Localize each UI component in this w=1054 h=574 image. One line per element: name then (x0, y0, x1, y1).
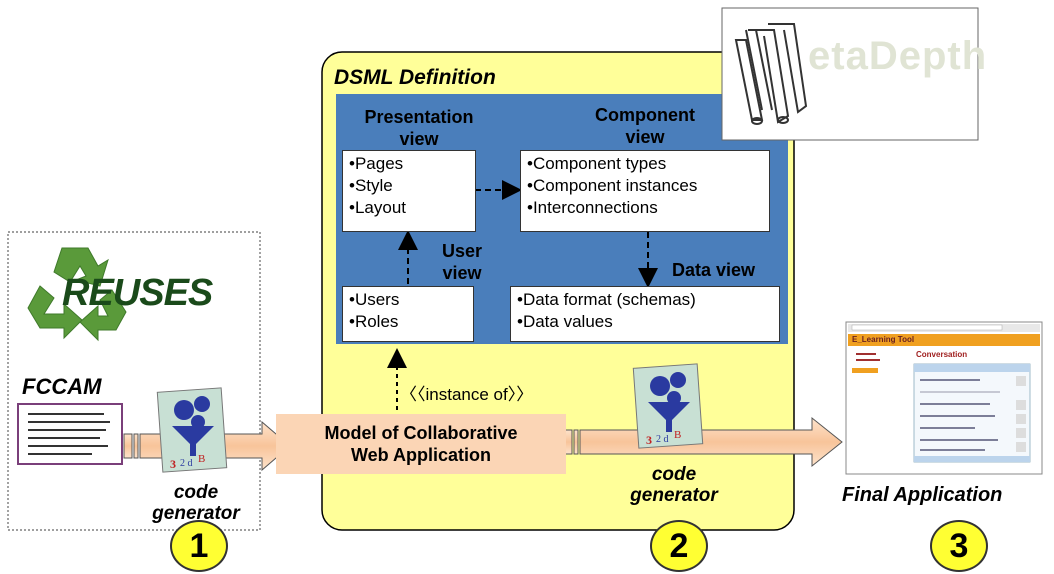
svg-text:B: B (198, 453, 205, 465)
final-app-header: E_Learning Tool (852, 335, 915, 344)
component-view-box: •Component types •Component instances •I… (520, 150, 770, 232)
step-1-badge: 1 (170, 520, 228, 572)
recycle-icon (27, 247, 127, 342)
svg-text:3: 3 (170, 457, 176, 471)
fccam-document (17, 403, 123, 465)
data-view-title: Data view (672, 260, 756, 280)
final-app-screenshot (845, 321, 1043, 475)
user-view-title: User view (422, 240, 502, 284)
user-view-box: •Users •Roles (342, 286, 474, 342)
component-item: •Component types (527, 154, 667, 173)
user-view-title-line1: User (441, 241, 483, 261)
metadepth-m-shape (734, 23, 808, 125)
data-item: •Data format (schemas) (517, 290, 696, 309)
component-view-title-line1: Component (595, 105, 695, 125)
user-item: •Users (349, 290, 400, 309)
presentation-item: •Layout (349, 198, 406, 217)
final-app-page-title: Conversation (916, 350, 968, 359)
code-generator-1-label: code generator (146, 482, 246, 524)
presentation-item: •Style (349, 176, 393, 195)
code-generator-1-label-line1: code (173, 482, 219, 503)
metadepth-text: etaDepth (808, 34, 988, 78)
model-title-line1: Model of Collaborative (324, 423, 518, 443)
user-item: •Roles (349, 312, 399, 331)
reuses-panel (7, 231, 261, 531)
code-generator-2-label-line2: generator (630, 485, 718, 506)
presentation-view-title-line2: view (399, 129, 439, 149)
component-item: •Component instances (527, 176, 698, 195)
svg-text:2 d: 2 d (656, 434, 669, 445)
dsml-title: DSML Definition (334, 66, 496, 89)
code-generator-2-label: code generator (614, 464, 734, 506)
component-view-title-line2: view (625, 127, 665, 147)
code-generator-2-label-line1: code (651, 464, 697, 485)
svg-text:3: 3 (646, 433, 652, 447)
model-title-line2: Web Application (350, 445, 491, 465)
presentation-view-title: Presentation view (346, 106, 492, 150)
data-item: •Data values (517, 312, 613, 331)
step-2-badge: 2 (650, 520, 708, 572)
user-view-title-line2: view (442, 263, 482, 283)
presentation-item: •Pages (349, 154, 404, 173)
component-item: •Interconnections (527, 198, 658, 217)
instance-of-label: 〈〈instance of〉〉 (400, 385, 534, 404)
fccam-label: FCCAM (22, 374, 102, 399)
code-generator-1-icon: 3 2 d B (156, 387, 228, 473)
code-generator-1-label-line2: generator (152, 503, 240, 524)
step-3-badge: 3 (930, 520, 988, 572)
presentation-view-box: •Pages •Style •Layout (342, 150, 476, 232)
reuses-logo-text: REUSES (62, 272, 213, 314)
svg-text:2 d: 2 d (180, 458, 193, 469)
final-application-label: Final Application (842, 484, 1003, 506)
code-generator-2-icon: 3 2 d B (632, 363, 704, 449)
data-view-box: •Data format (schemas) •Data values (510, 286, 780, 342)
component-view-title: Component view (570, 104, 720, 148)
presentation-view-title-line1: Presentation (364, 107, 474, 127)
svg-text:B: B (674, 429, 681, 441)
model-box: Model of Collaborative Web Application (276, 414, 566, 474)
